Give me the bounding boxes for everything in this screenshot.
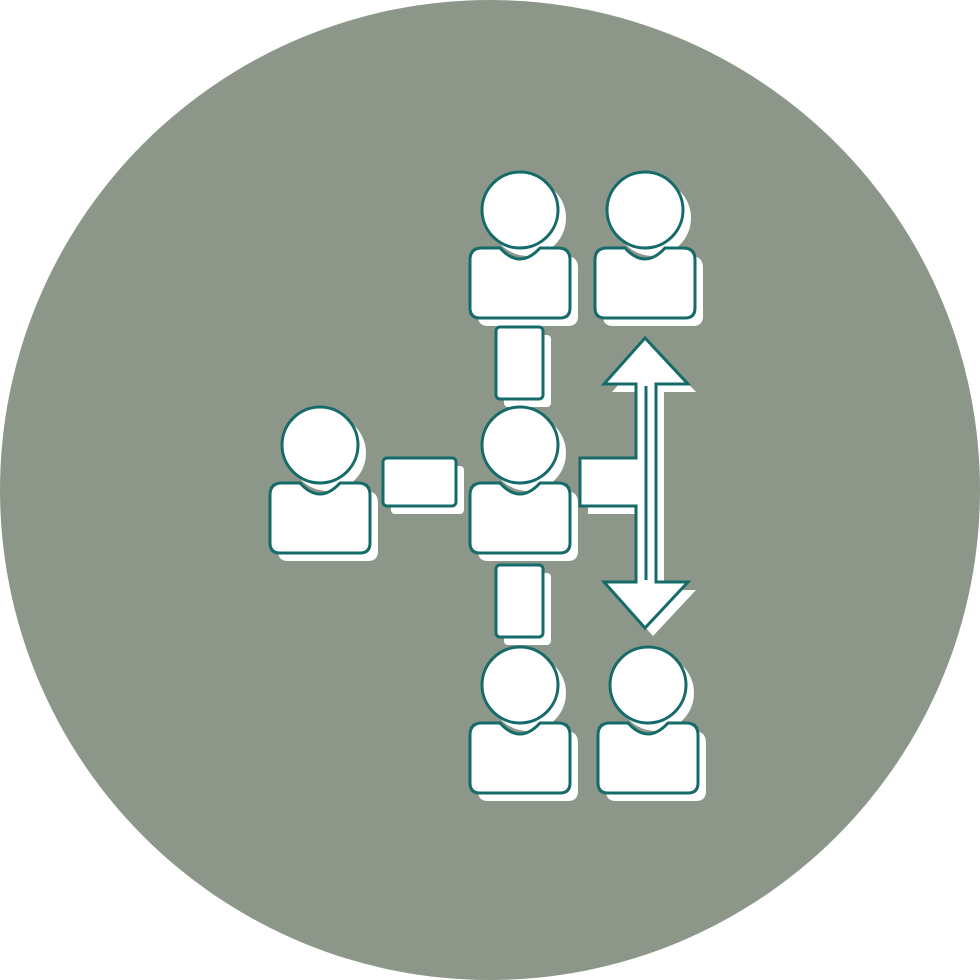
main-layer xyxy=(268,170,700,795)
person-bottom-left-icon xyxy=(468,645,572,795)
person-top-right-icon xyxy=(593,170,697,320)
person-left-icon xyxy=(268,405,372,555)
person-top-left-icon xyxy=(468,170,572,320)
connector-bottom xyxy=(494,563,545,639)
connector-left xyxy=(381,456,458,508)
person-bottom-right-icon xyxy=(596,645,700,795)
connector-top xyxy=(494,325,545,401)
branch-connector xyxy=(578,335,692,631)
person-center-icon xyxy=(468,405,572,555)
